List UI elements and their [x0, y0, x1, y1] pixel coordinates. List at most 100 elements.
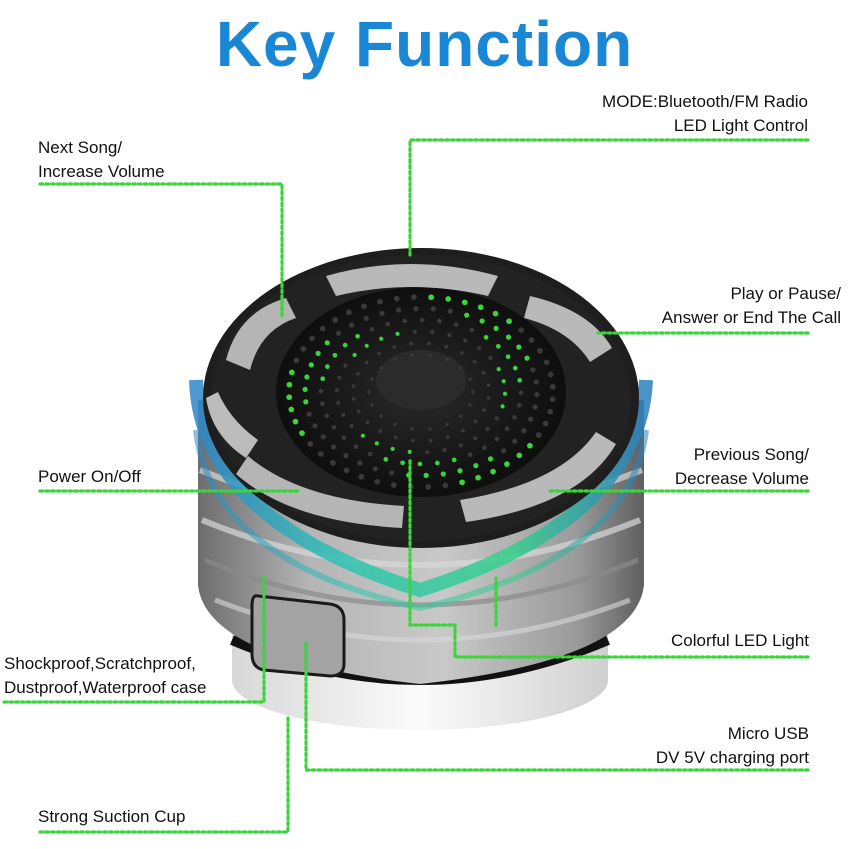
grille-dot [517, 377, 523, 383]
grille-dot [320, 376, 326, 382]
grille-dot [442, 448, 447, 453]
grille-dot [355, 333, 360, 339]
grille-dot [318, 388, 324, 394]
grille-dot [343, 453, 349, 459]
label-suction-cup: Strong Suction Cup [38, 805, 185, 829]
grille-dot [337, 375, 342, 380]
label-usb-line1: Micro USB [727, 724, 809, 743]
grille-dot [430, 306, 436, 312]
grille-dot [487, 456, 494, 462]
grille-dot [302, 386, 308, 392]
grille-dot [363, 315, 369, 321]
grille-dot [336, 400, 341, 405]
grille-dot [343, 467, 350, 474]
grille-dot [330, 444, 337, 450]
grille-dots [286, 294, 556, 490]
grille-dot [367, 390, 371, 394]
grille-dot [369, 326, 375, 332]
grille-dot [348, 322, 355, 328]
grille-dot [319, 401, 325, 407]
label-next-song: Next Song/ Increase Volume [38, 136, 165, 184]
grille-dot [496, 367, 501, 372]
grille-dot [286, 394, 293, 401]
grille-dot [288, 369, 295, 376]
speaker-top [203, 248, 639, 548]
grille-dot [473, 419, 478, 424]
grille-dot [411, 438, 415, 443]
grille-dot [547, 408, 554, 415]
grille-dot [445, 422, 449, 426]
label-mode-line2: LED Light Control [673, 116, 808, 135]
grille-dot [306, 411, 312, 417]
grille-dot [473, 436, 478, 441]
grille-dot [459, 350, 464, 355]
grille-dot [527, 442, 533, 449]
grille-dot [320, 434, 326, 440]
grille-dot [477, 346, 482, 351]
grille-dot [307, 441, 314, 447]
grille-dot [419, 317, 425, 323]
grille-dot [374, 441, 379, 446]
grille-dot [475, 474, 481, 481]
grille-dot [402, 318, 408, 324]
led-light-ring [189, 379, 653, 612]
grille-dot [412, 329, 417, 334]
label-mode: MODE:Bluetooth/FM Radio LED Light Contro… [602, 90, 808, 138]
grille-dot [479, 318, 485, 324]
play-pause-button [524, 296, 612, 362]
grille-dot [370, 377, 374, 381]
grille-dot [393, 422, 397, 426]
grille-dot [447, 333, 452, 338]
grille-dot [390, 446, 395, 451]
grille-dot [374, 478, 381, 485]
grille-dot [343, 363, 348, 368]
grille-dot [319, 325, 326, 332]
grille-dot [495, 343, 501, 349]
grille-dot [428, 438, 433, 443]
grille-dot [428, 353, 432, 357]
label-case-line1: Shockproof,Scratchproof, [4, 654, 196, 673]
label-next-line2: Increase Volume [38, 162, 165, 181]
grille-dot [486, 383, 491, 387]
grille-dot [458, 443, 463, 448]
grille-dot [379, 414, 383, 418]
grille-dot [461, 299, 468, 306]
grille-dot [389, 470, 395, 476]
grille-dot [330, 459, 336, 466]
grille-dot [494, 416, 499, 421]
grille-dot [442, 482, 449, 489]
grille-dot [377, 351, 381, 356]
grille-dot [437, 318, 442, 324]
grille-dot [370, 403, 374, 407]
grille-dot [393, 358, 397, 362]
grille-dot [396, 307, 402, 313]
leader-lines [2, 138, 810, 834]
grille-dot [512, 365, 518, 371]
grille-dot [461, 428, 465, 433]
grille-dot [409, 341, 414, 346]
grille-dot [469, 327, 475, 333]
grille-dot [486, 396, 491, 400]
grille-dot [395, 331, 400, 336]
grille-dot [468, 403, 472, 407]
grille-dot [341, 412, 346, 417]
grille-dot [516, 452, 523, 459]
grille-dot [482, 445, 487, 451]
grille-dot [549, 383, 556, 390]
grille-dot [423, 472, 429, 478]
grille-dot [493, 325, 499, 331]
grille-dot [392, 345, 397, 349]
grille-dot [532, 404, 538, 410]
label-led-light: Colorful LED Light [671, 629, 809, 653]
grille-dot [430, 330, 435, 335]
grille-dot [482, 408, 486, 413]
grille-dot [524, 355, 530, 361]
grille-dot [407, 449, 412, 454]
mode-button [326, 264, 498, 296]
grille-dot [332, 352, 338, 358]
grille-dot [504, 461, 510, 467]
label-power: Power On/Off [38, 465, 141, 489]
grille-dot [428, 294, 434, 301]
next-song-button [226, 298, 296, 370]
